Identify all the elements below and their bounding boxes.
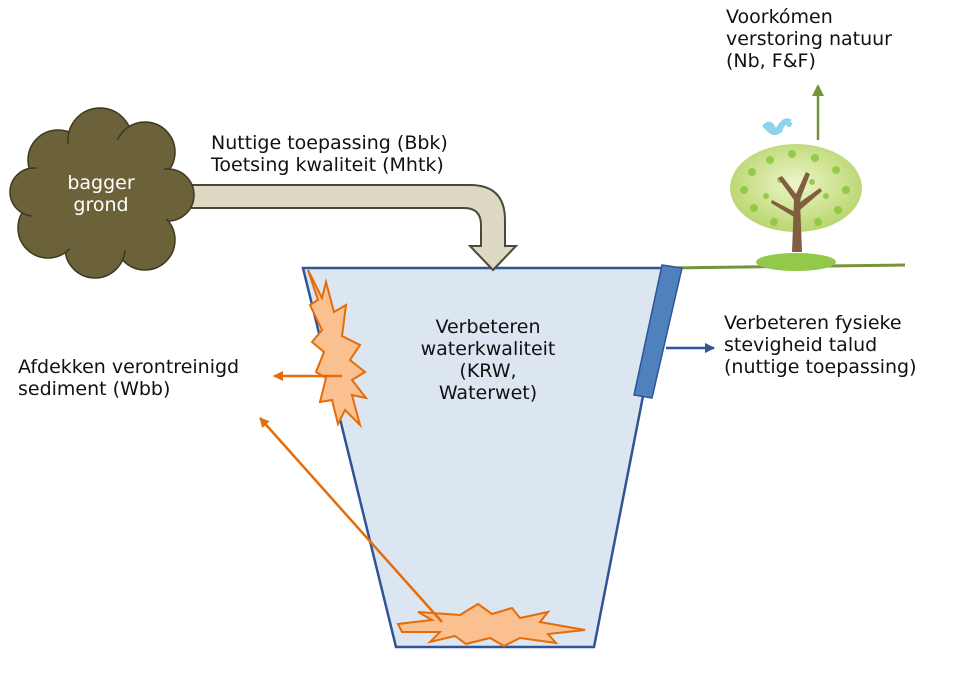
bank-label: Verbeteren fysieke stevigheid talud (nut…	[724, 312, 917, 378]
contamination-bottom-icon	[396, 602, 586, 648]
cloud-label-line2: grond	[73, 194, 129, 216]
bird-icon	[762, 118, 792, 135]
pipe-label: Nuttige toepassing (Bbk) Toetsing kwalit…	[211, 132, 448, 176]
nature-label-line1: Voorkómen	[726, 6, 833, 28]
bank-reinforcement	[633, 264, 683, 399]
water-body	[301, 266, 670, 649]
nature-label-line3: (Nb, F&F)	[726, 50, 816, 72]
sediment-label-line1: Afdekken verontreinigd	[18, 356, 240, 378]
nature-label-line2: verstoring natuur	[726, 28, 892, 50]
pipe-label-line1: Nuttige toepassing (Bbk)	[211, 132, 448, 154]
pipe-label-line2: Toetsing kwaliteit (Mhtk)	[211, 154, 444, 176]
water-label-line2: waterkwaliteit	[420, 338, 556, 360]
nature-label: Voorkómen verstoring natuur (Nb, F&F)	[726, 6, 892, 72]
cloud-label: bagger grond	[58, 172, 144, 216]
water-label-line3: (KRW,	[459, 360, 517, 382]
bank-label-line3: (nuttige toepassing)	[724, 356, 917, 378]
sediment-arrow-diagonal	[259, 417, 443, 623]
mud-cloud-icon	[9, 107, 195, 279]
pipe-arrow	[184, 184, 519, 272]
contamination-bank-icon	[307, 269, 369, 429]
water-label-line1: Verbeteren	[435, 316, 541, 338]
tree-icon	[730, 144, 862, 271]
water-label: Verbeteren waterkwaliteit (KRW, Waterwet…	[408, 316, 568, 404]
bank-label-line2: stevigheid talud	[724, 334, 878, 356]
sediment-label-line2: sediment (Wbb)	[18, 378, 171, 400]
sediment-label: Afdekken verontreinigd sediment (Wbb)	[18, 356, 239, 400]
cloud-label-line1: bagger	[67, 172, 135, 194]
water-label-line4: Waterwet)	[438, 382, 538, 404]
bank-label-line1: Verbeteren fysieke	[724, 312, 902, 334]
